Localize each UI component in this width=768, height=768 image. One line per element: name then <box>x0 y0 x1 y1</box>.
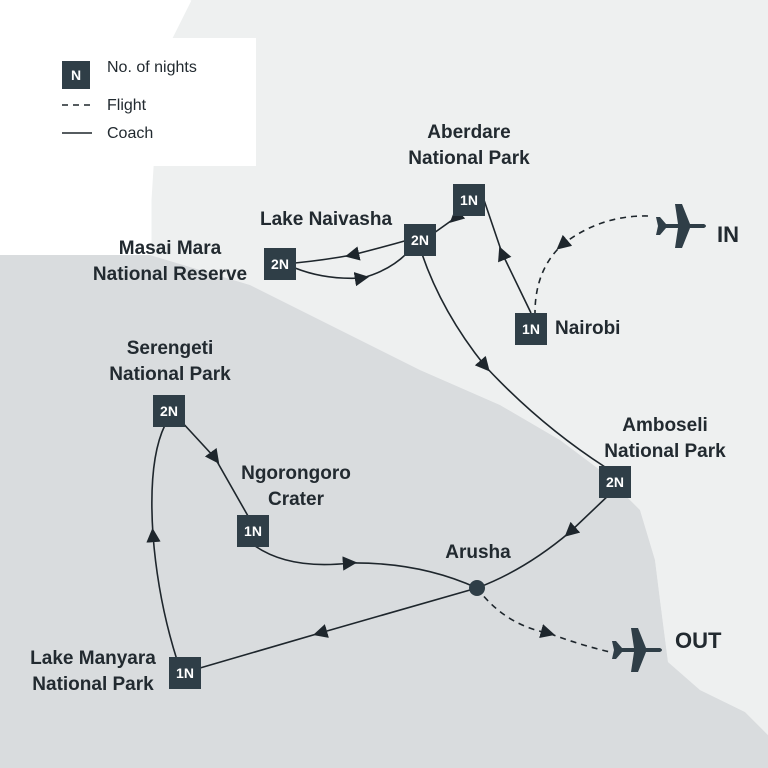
flight-out-path <box>476 587 611 653</box>
label-ngorongoro-1: Ngorongoro <box>241 463 351 484</box>
badge-nairobi-text: 1N <box>522 321 540 337</box>
label-manyara-2: National Park <box>32 674 154 695</box>
label-naivasha: Lake Naivasha <box>260 209 392 230</box>
kenya-region <box>150 0 768 735</box>
badge-ngorongoro: 1N <box>237 515 269 547</box>
label-manyara-1: Lake Manyara <box>30 648 156 669</box>
badge-manyara: 1N <box>169 657 201 689</box>
label-ngorongoro-2: Crater <box>268 489 325 510</box>
badge-masai-mara-text: 2N <box>271 256 289 272</box>
label-serengeti-2: National Park <box>109 364 231 385</box>
badge-ngorongoro-text: 1N <box>244 523 262 539</box>
route-amboseli-arusha <box>476 491 613 589</box>
route-nairobi-aberdare <box>483 199 532 314</box>
flight-in-path <box>534 215 649 314</box>
legend-badge <box>62 61 90 89</box>
arusha-node <box>469 580 485 596</box>
label-aberdare-1: Aberdare <box>427 122 510 143</box>
badge-serengeti-text: 2N <box>160 403 178 419</box>
label-nairobi: Nairobi <box>555 318 620 339</box>
badge-manyara-text: 1N <box>176 665 194 681</box>
legend-coach-label: Coach <box>107 125 153 142</box>
route-masai-naivasha <box>294 249 411 287</box>
label-amboseli-2: National Park <box>604 441 726 462</box>
legend-badge-symbol: N <box>71 67 81 83</box>
badge-serengeti: 2N <box>153 395 185 427</box>
plane-out-icon <box>612 628 662 672</box>
badge-masai-mara: 2N <box>264 248 296 280</box>
route-ngorongoro-arusha <box>254 545 478 589</box>
label-arusha: Arusha <box>445 542 511 563</box>
flight-in-label: IN <box>717 222 739 247</box>
route-arusha-manyara <box>199 587 478 669</box>
badge-naivasha: 2N <box>404 224 436 256</box>
route-manyara-serengeti <box>146 424 178 661</box>
legend: N No. of nights Flight Coach <box>40 38 256 166</box>
legend-nights-label: No. of nights <box>107 59 197 76</box>
plane-in-icon <box>656 204 706 248</box>
flight-out-label: OUT <box>675 628 722 653</box>
label-amboseli-1: Amboseli <box>622 415 708 436</box>
badge-amboseli: 2N <box>599 466 631 498</box>
route-naivasha-masai <box>294 239 409 264</box>
route-serengeti-ngorongoro <box>179 419 249 517</box>
badge-amboseli-text: 2N <box>606 474 624 490</box>
legend-box <box>40 38 256 166</box>
tanzania-region <box>0 255 768 768</box>
badge-aberdare-text: 1N <box>460 192 478 208</box>
label-aberdare-2: National Park <box>408 148 530 169</box>
label-masai-mara-1: Masai Mara <box>119 238 222 259</box>
badge-nairobi: 1N <box>515 313 547 345</box>
label-serengeti-1: Serengeti <box>127 338 214 359</box>
badge-naivasha-text: 2N <box>411 232 429 248</box>
label-masai-mara-2: National Reserve <box>93 264 247 285</box>
badge-aberdare: 1N <box>453 184 485 216</box>
route-naivasha-amboseli <box>419 247 606 468</box>
legend-flight-label: Flight <box>107 97 147 114</box>
